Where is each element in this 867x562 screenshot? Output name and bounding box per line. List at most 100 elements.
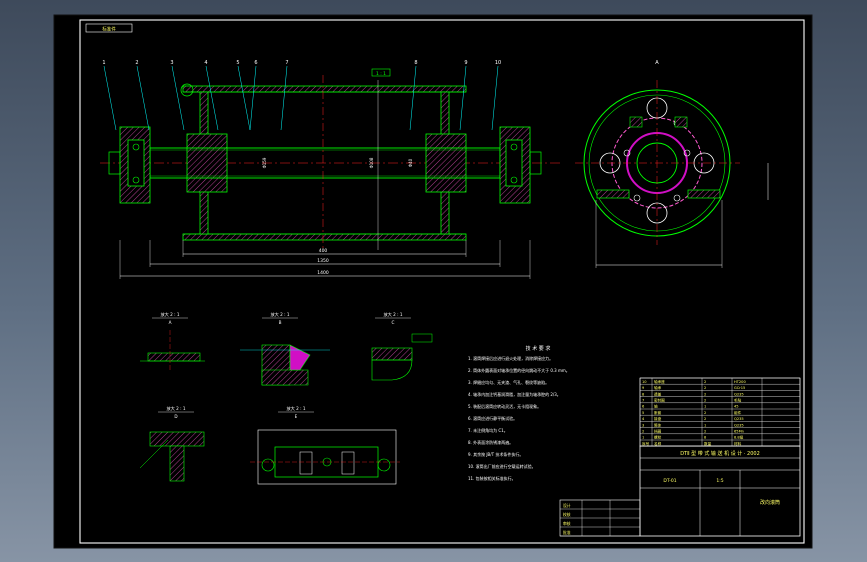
part-balloon: 10 [495,60,501,66]
detail-title: 放大 2 : 1 [383,311,402,318]
signature-label: 批准 [563,530,571,535]
part-balloon: 5 [236,60,239,66]
detail-title: 放大 2 : 1 [286,405,305,412]
parts-cell: 3 [642,423,644,427]
diameter-label: Φ159 [262,157,267,168]
detail-part [169,445,185,482]
parts-cell: Q235 [734,423,744,427]
bearing-ball [510,176,518,184]
parts-cell: 密封圈 [654,398,665,403]
parts-cell: GCr15 [734,386,745,390]
parts-cell: 6 [642,405,645,409]
support-foot-right [687,189,721,199]
parts-cell: 轴承 [654,385,662,390]
left-bearing [127,139,145,187]
diameter-label: Φ40 [408,158,413,167]
detail-title: 放大 2 : 1 [166,405,185,412]
balloon-leader [249,65,257,131]
parts-cell: 2 [642,430,644,434]
note-line: 10. 滚筒出厂前应进行空载运转试验。 [468,463,536,469]
parts-cell: 螺栓 [654,435,662,440]
side-view: A [575,60,769,268]
parts-header: 名称 [654,441,662,446]
detail-callout [180,83,194,97]
parts-cell: 7 [642,399,644,403]
bearing-seat-left [629,116,643,128]
parts-cell: 胀套 [654,410,662,415]
balloon-leader [237,65,251,131]
drawing-scale: 1:5 [716,478,723,484]
parts-cell: 1 [642,436,644,440]
balloon-leader [205,65,219,131]
drawing-name: 改向滚筒 [760,499,780,506]
parts-cell: 10 [642,380,647,384]
dimension-value: 1400 [317,270,329,276]
parts-cell: 5 [642,411,644,415]
detail-sub: D [174,414,177,419]
stamp-label: 标准件 [102,26,116,33]
title-block-frame [639,445,801,537]
balloon-leader [136,65,150,131]
detail-line [139,439,169,469]
notes-heading: 技 术 要 求 [526,345,551,352]
note-line: 4. 轴承内加注钙基润滑脂，加注量为轴承腔的 2/3。 [468,391,561,397]
parts-cell: 1 [704,423,706,427]
detail-part [147,352,201,362]
balloon-leader [409,65,417,131]
parts-cell: HT200 [734,380,746,384]
balloon-leader [459,65,467,131]
diameter-label: Φ108 [369,157,374,168]
support-foot-left [596,189,630,199]
right-bearing [505,139,523,187]
bearing-ball [510,143,518,151]
bearing-seat-right [674,116,688,128]
part-balloon: 6 [254,60,257,66]
parts-cell: 毛毡 [734,398,742,403]
left-shaft-end [108,151,121,175]
note-line: 8. 外表面涂防锈漆两遍。 [468,439,513,445]
balloon-leader [491,65,499,131]
bolt-hole [633,194,641,202]
note-line: 11. 包装按相关标准执行。 [468,475,516,481]
parts-cell: 轴 [654,404,658,409]
detail-view: 放大 2 : 1 E [278,405,314,419]
detail-housing-outline [257,429,397,485]
side-view-label: A [655,60,659,66]
bearing-ball [132,143,140,151]
bolt-hole [623,149,631,157]
parts-cell: 筒体 [654,422,662,427]
drawing-sheet [53,14,813,549]
detail-sub: A [169,320,172,325]
note-line: 9. 其余按 JB/T 技术条件执行。 [468,451,523,457]
parts-cell: 2 [704,417,706,421]
parts-cell: Q235 [734,417,744,421]
parts-cell: 轴承座 [654,379,665,384]
view-scale-text: 1 : 1 [376,71,386,77]
parts-cell: 8.8级 [734,435,744,440]
parts-cell: 4 [642,417,645,421]
detail-part [149,431,205,447]
dimension-value: 1350 [317,258,329,264]
part-balloon: 2 [135,60,138,66]
parts-cell: 透盖 [654,391,662,396]
parts-cell: 2 [704,399,706,403]
detail-weld-plate [261,369,309,386]
parts-header: 数量 [704,441,712,446]
view-scale-box [371,68,391,77]
note-line: 5. 装配后滚筒应转动灵活，无卡阻现象。 [468,403,541,409]
detail-bolt [377,458,391,472]
parts-cell: 2 [704,430,706,434]
detail-sub: E [295,414,298,419]
part-balloon: 1 [102,60,105,66]
parts-cell: 8 [642,392,645,396]
part-balloon: 3 [170,60,173,66]
parts-cell: 组件 [734,410,742,415]
parts-cell: 2 [704,386,706,390]
detail-bolt [261,458,275,472]
right-hub [425,133,467,193]
signature-label: 设计 [563,503,571,508]
left-hub [186,133,228,193]
parts-cell: 45 [734,405,739,409]
